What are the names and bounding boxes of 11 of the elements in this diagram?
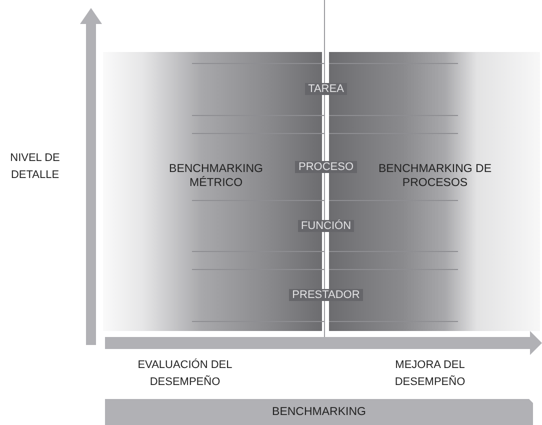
- axis-label: MEJORA DEL DESEMPEÑO: [394, 358, 466, 390]
- level-label: FUNCIÓN: [298, 220, 354, 232]
- bar-label: BENCHMARKING: [272, 406, 366, 418]
- level-label: PRESTADOR: [289, 289, 363, 301]
- axis-label: EVALUACIÓN DEL DESEMPEÑO: [136, 358, 234, 390]
- axis-label: NIVEL DE DETALLE: [9, 151, 61, 183]
- level-label: TAREA: [305, 83, 347, 95]
- banner-bar: [105, 399, 533, 425]
- level-label: PROCESO: [295, 160, 356, 172]
- panel-title: BENCHMARKING DE PROCESOS: [377, 162, 493, 190]
- panel-title: BENCHMARKING MÉTRICO: [168, 162, 264, 190]
